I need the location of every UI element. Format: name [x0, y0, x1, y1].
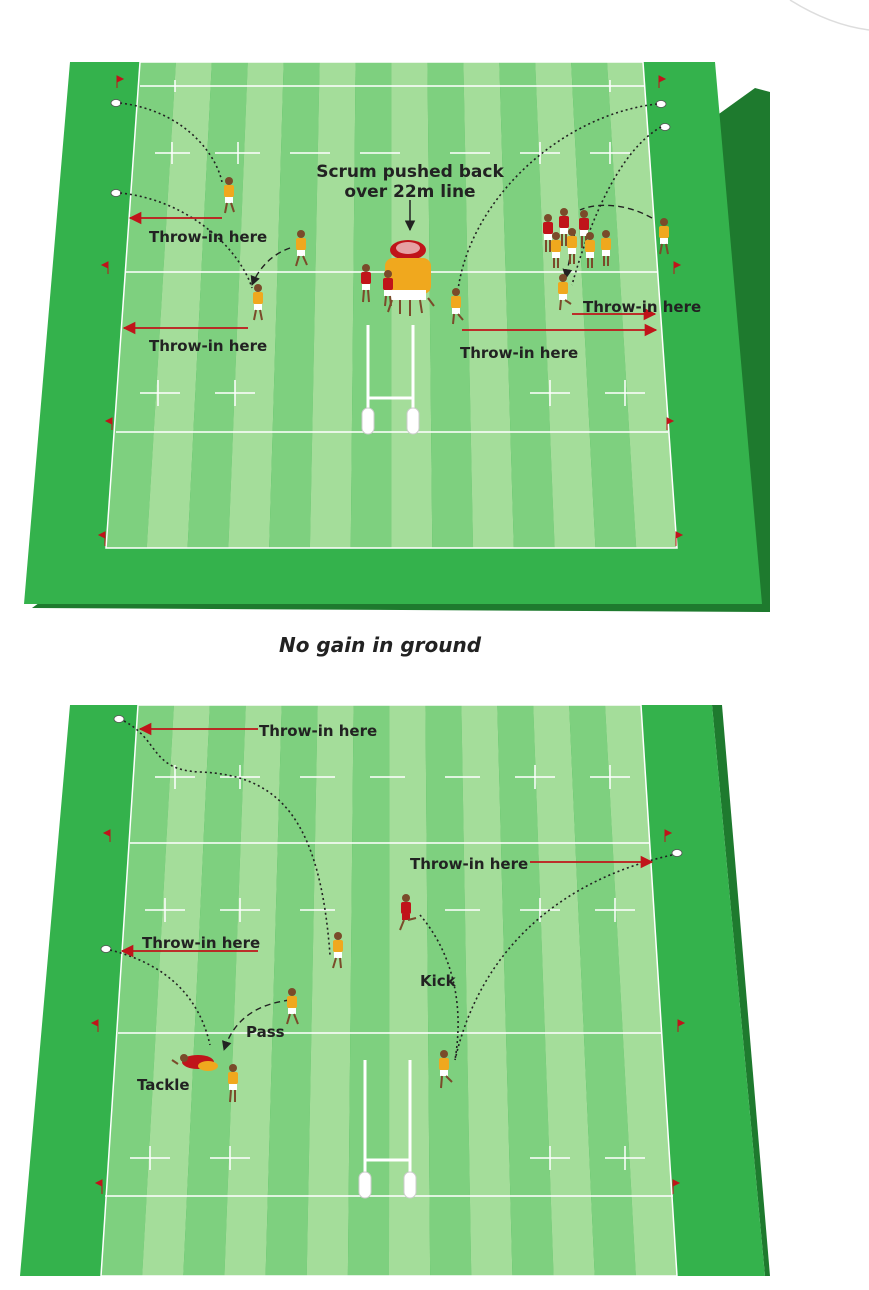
throw-in-arrows — [122, 211, 658, 337]
goal-posts — [361, 325, 420, 435]
pitch-stripe — [535, 62, 596, 548]
pitch-stripe — [309, 62, 356, 548]
pitch-stripe — [605, 705, 677, 1276]
pitch-stripe — [347, 705, 390, 1276]
corner-flags-bottom — [90, 829, 686, 1194]
pitch-side-edge-bottom — [712, 705, 770, 1276]
corner-swoosh — [789, 0, 869, 31]
pitch-stripes-bottom — [101, 705, 677, 1276]
corner-flags — [97, 75, 684, 546]
pitch-dashes — [140, 80, 645, 406]
pitch-stripe — [306, 705, 354, 1276]
balls-bottom — [100, 715, 683, 953]
pitch-stripe — [461, 705, 513, 1276]
throw-in-label-bottom-1: Throw-in here — [259, 722, 377, 740]
pitch-stripe — [146, 62, 212, 548]
pitch-stripe — [463, 62, 514, 548]
throw-in-label-bottom-3: Throw-in here — [142, 934, 260, 952]
pass-path-bottom — [222, 999, 291, 1051]
touchline — [105, 61, 678, 549]
caption: No gain in ground — [279, 633, 482, 657]
ball-paths — [119, 102, 662, 291]
pitch-stripe — [533, 705, 595, 1276]
scrum-label-line-1: Scrum pushed back — [316, 162, 504, 182]
throw-in-arrows-bottom — [120, 722, 654, 958]
top-pitch: Scrum pushed back over 22m line Throw-in… — [24, 61, 770, 612]
bottom-pitch: Throw-in here Throw-in here Throw-in her… — [20, 704, 770, 1277]
attack-players — [224, 177, 669, 325]
pitch-stripes — [106, 62, 677, 548]
pitch-stripe — [224, 705, 282, 1276]
balls — [110, 99, 671, 197]
throw-in-label-top-left-2: Throw-in here — [149, 337, 267, 355]
lineout — [543, 208, 611, 268]
scrum-label-line-2: over 22m line — [344, 182, 475, 202]
throw-in-label-top-right-2: Throw-in here — [583, 298, 701, 316]
pitch-stripe — [142, 705, 210, 1276]
pitch-stripe — [269, 62, 320, 548]
pitch-stripe — [607, 62, 677, 548]
scrum — [361, 240, 435, 316]
pitch-stripe — [101, 705, 174, 1276]
pitch-stripe — [106, 62, 176, 548]
players-bottom — [171, 894, 453, 1103]
pitch-stripe — [389, 705, 431, 1276]
kick-label: Kick — [420, 972, 457, 990]
pitch-stripe — [571, 62, 637, 548]
pitch-stripe — [187, 62, 248, 548]
tackle-label: Tackle — [137, 1076, 190, 1094]
pitch-dashes-bottom — [130, 765, 645, 1170]
pitch-stripe — [350, 62, 392, 548]
pass-label: Pass — [246, 1023, 285, 1041]
pitch-stripe — [391, 62, 433, 548]
touchline-bottom — [100, 704, 678, 1277]
pitch-stripe — [183, 705, 246, 1276]
pitch-stripe — [497, 705, 554, 1276]
throw-in-label-bottom-2: Throw-in here — [410, 855, 528, 873]
pitch-stripe — [427, 62, 474, 548]
pitch-stripe — [569, 705, 636, 1276]
goal-posts-bottom — [358, 1060, 417, 1199]
throw-in-label-top-left-1: Throw-in here — [149, 228, 267, 246]
pitch-stripe — [499, 62, 555, 548]
pitch-stripe — [425, 705, 472, 1276]
tackle-group — [171, 1054, 218, 1071]
throw-in-label-top-right-1: Throw-in here — [460, 344, 578, 362]
